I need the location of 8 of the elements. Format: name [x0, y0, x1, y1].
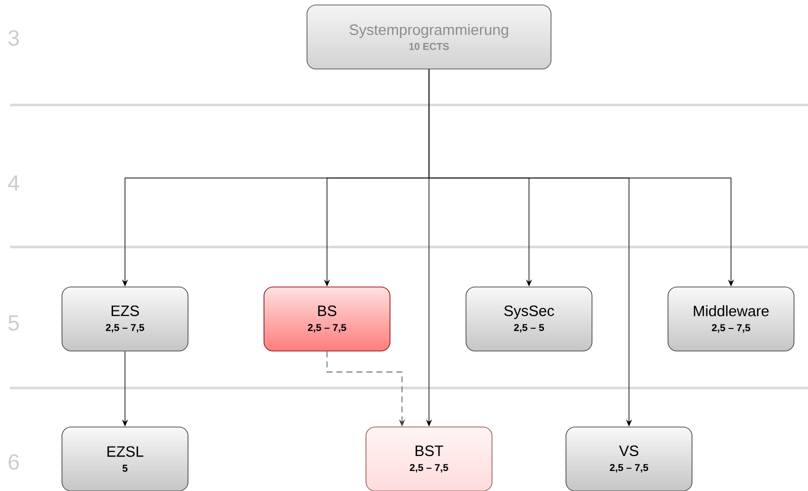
course-box: EZSL 5 [62, 426, 188, 491]
course-box: SysSec 2,5 – 5 [466, 286, 592, 352]
course-box: BS 2,5 – 7,5 [264, 286, 390, 352]
course-box: Middleware 2,5 – 7,5 [668, 286, 794, 352]
course-box: VS 2,5 – 7,5 [566, 426, 692, 491]
course-box: BST 2,5 – 7,5 [366, 426, 492, 491]
course-box: Systemprogrammierung 10 ECTS [306, 4, 552, 70]
course-box: EZS 2,5 – 7,5 [62, 286, 188, 352]
